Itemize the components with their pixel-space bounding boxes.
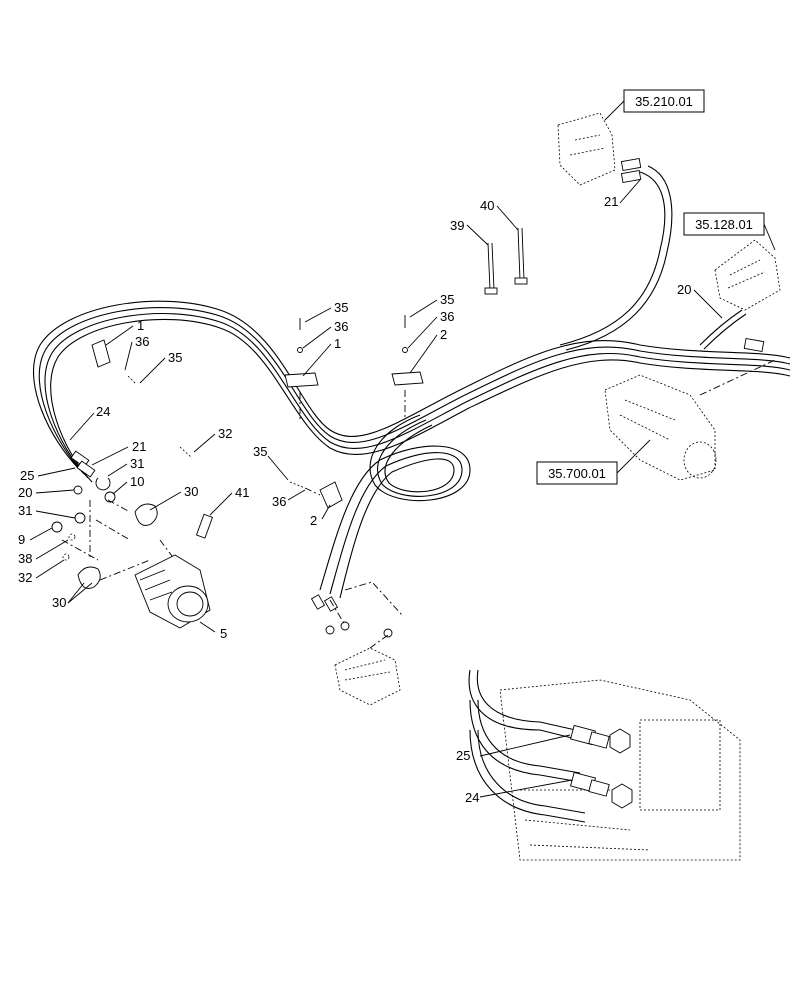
callouts: 1 36 35 24 21 25 31 20 10 31 9 38 32 30 …: [18, 179, 723, 805]
ref-label-35-210-01: 35.210.01: [635, 94, 693, 109]
callout-41: 41: [235, 485, 249, 500]
callout-36: 36: [135, 334, 149, 349]
callout-24: 24: [96, 404, 110, 419]
callout-24-inset: 24: [465, 790, 479, 805]
callout-32a: 32: [18, 570, 32, 585]
callout-39: 39: [450, 218, 464, 233]
callout-36c: 36: [440, 309, 454, 324]
bottom-valve: [310, 581, 403, 706]
ref-label-35-700-01: 35.700.01: [548, 466, 606, 481]
callout-10: 10: [130, 474, 144, 489]
pump-35-700-01: [604, 337, 776, 481]
callout-35c: 35: [440, 292, 454, 307]
callout-21: 21: [132, 439, 146, 454]
ref-box-1[interactable]: 35.210.01: [604, 89, 705, 121]
brackets: [91, 315, 424, 509]
callout-20: 20: [18, 485, 32, 500]
callout-2a: 2: [440, 327, 447, 342]
callout-20b: 20: [677, 282, 691, 297]
hose-bundle: [32, 165, 791, 599]
valve-35-128-01: [714, 239, 781, 311]
callout-25: 25: [20, 468, 34, 483]
callout-40: 40: [480, 198, 494, 213]
callout-36b: 36: [334, 319, 348, 334]
callout-31a: 31: [130, 456, 144, 471]
ref-label-35-128-01: 35.128.01: [695, 217, 753, 232]
callout-21b: 21: [604, 194, 618, 209]
callout-38: 38: [18, 551, 32, 566]
callout-35: 35: [168, 350, 182, 365]
ref-box-2[interactable]: 35.128.01: [683, 212, 776, 251]
callout-30a: 30: [184, 484, 198, 499]
rods: [484, 227, 528, 295]
callout-9: 9: [18, 532, 25, 547]
motor-5: [134, 554, 216, 633]
valve-35-210-01: [557, 112, 642, 186]
callout-35d: 35: [253, 444, 267, 459]
callout-1: 1: [137, 318, 144, 333]
callout-1b: 1: [334, 336, 341, 351]
callout-36d: 36: [272, 494, 286, 509]
callout-30b: 30: [52, 595, 66, 610]
callout-31b: 31: [18, 503, 32, 518]
ref-box-3[interactable]: 35.700.01: [536, 439, 651, 485]
callout-32b: 32: [218, 426, 232, 441]
callout-25-inset: 25: [456, 748, 470, 763]
callout-35b: 35: [334, 300, 348, 315]
callout-2b: 2: [310, 513, 317, 528]
callout-5: 5: [220, 626, 227, 641]
left-fittings: [51, 446, 214, 589]
inset-detail: [468, 669, 741, 861]
